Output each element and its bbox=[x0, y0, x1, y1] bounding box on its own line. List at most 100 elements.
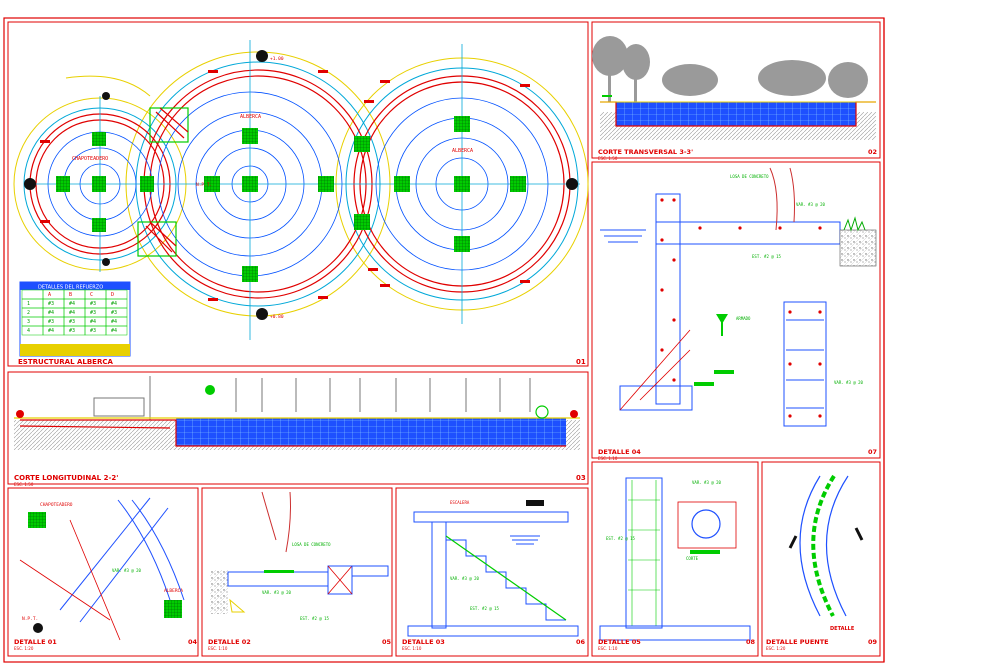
panel-no-detalle-01: 04 bbox=[188, 638, 198, 646]
sheet-frame bbox=[3, 17, 885, 663]
rebar-table-cell: 2 bbox=[27, 310, 30, 316]
rebar-mat bbox=[242, 176, 258, 192]
d04-note-varillas: VAR. #3 @ 20 bbox=[796, 202, 825, 207]
rebar-table-cell-border bbox=[105, 325, 128, 336]
transverse-section: CORTE TRANSVERSAL 3-3' ESC. 1:50 02 bbox=[592, 36, 877, 161]
rebar-table-cell: #4 bbox=[90, 319, 96, 325]
detalle-04: LOSA DE CONCRETO VAR. #3 @ 20 EST. #2 @ … bbox=[598, 167, 877, 461]
d03-note-estribos: EST. #2 @ 15 bbox=[470, 606, 499, 611]
panel-title-detalle-04: DETALLE 04 bbox=[598, 448, 641, 456]
rebar-table-cell: 1 bbox=[27, 301, 30, 307]
d01-label-npt: N.P.T. bbox=[22, 616, 38, 622]
rebar-table-cell: #3 bbox=[90, 301, 96, 307]
panel-title-corte-long: CORTE LONGITUDINAL 2-2' bbox=[14, 474, 118, 482]
long-section-water bbox=[176, 418, 566, 446]
transverse-water bbox=[616, 102, 856, 126]
rebar-mat bbox=[92, 132, 106, 146]
panel-no-plan: 01 bbox=[576, 358, 586, 366]
rebar-mat bbox=[92, 218, 106, 232]
detalle-02: LOSA DE CONCRETO VAR. #3 @ 20 EST. #2 @ … bbox=[208, 491, 392, 651]
d04-note-estribos: EST. #2 @ 15 bbox=[752, 254, 781, 259]
panel-sub-detalle-01: ESC. 1:20 bbox=[14, 646, 34, 651]
rebar-mat bbox=[242, 266, 258, 282]
rebar-table-cell: #4 bbox=[69, 310, 75, 316]
d04-note-varillas-2: VAR. #3 @ 20 bbox=[834, 380, 863, 385]
detalle-05: CORTE VAR. #3 @ 20 EST. #2 @ 15 DETALLE … bbox=[598, 477, 756, 651]
rebar-table-cell: 3 bbox=[27, 319, 30, 325]
d04-note-losa: LOSA DE CONCRETO bbox=[730, 174, 769, 179]
rebar-table-cell: #4 bbox=[48, 310, 54, 316]
panel-no-detalle-03: 06 bbox=[576, 638, 586, 646]
rebar-mat bbox=[394, 176, 410, 192]
rebar-table-cell: #4 bbox=[111, 319, 117, 325]
rebar-mat bbox=[242, 128, 258, 144]
puente-label: DETALLE bbox=[830, 626, 855, 632]
detalle-01: CHAPOTEADERO ALBERCA N.P.T. VAR. #3 @ 20… bbox=[14, 497, 198, 651]
label-alberca-1: ALBERCA bbox=[240, 114, 261, 120]
rebar-mat bbox=[454, 236, 470, 252]
d02-note-losa: LOSA DE CONCRETO bbox=[292, 542, 331, 547]
d04-note-armado: ARMADO bbox=[736, 316, 751, 321]
rebar-table-cell: #3 bbox=[111, 310, 117, 316]
label-axis-npt: N.P.T. bbox=[196, 182, 212, 188]
rebar-table-cell: #4 bbox=[69, 301, 75, 307]
rebar-table-cell: #4 bbox=[111, 328, 117, 334]
rebar-table-cell: #3 bbox=[90, 310, 96, 316]
d05-note-varillas: VAR. #3 @ 20 bbox=[692, 480, 721, 485]
rebar-mat bbox=[92, 176, 106, 192]
rebar-table-header: A bbox=[48, 292, 51, 298]
detalle-puente: DETALLE DETALLE PUENTE ESC. 1:20 09 bbox=[766, 474, 878, 651]
panel-no-corte-tr: 02 bbox=[868, 148, 877, 156]
person-figure bbox=[16, 410, 24, 418]
panel-title-detalle-05: DETALLE 05 bbox=[598, 638, 641, 646]
label-level-top: +1.00 bbox=[270, 56, 284, 62]
label-level-bottom: +0.80 bbox=[270, 314, 284, 320]
panel-title-detalle-03: DETALLE 03 bbox=[402, 638, 445, 646]
detalle-03: ESCALERA VAR. #3 @ 20 EST. #2 @ 15 DETAL… bbox=[402, 500, 586, 651]
d01-note-varillas: VAR. #3 @ 20 bbox=[112, 568, 141, 573]
plan-stairs bbox=[137, 107, 189, 257]
rebar-mat bbox=[204, 176, 220, 192]
plan-rebar-mats bbox=[56, 116, 526, 282]
panel-title-corte-tr: CORTE TRANSVERSAL 3-3' bbox=[598, 148, 693, 156]
rebar-mat bbox=[354, 136, 370, 152]
rebar-table-cell: #4 bbox=[111, 301, 117, 307]
rebar-table-cell: #3 bbox=[69, 328, 75, 334]
d05-note-corte: CORTE bbox=[686, 556, 699, 561]
rebar-mat bbox=[510, 176, 526, 192]
label-alberca-2: ALBERCA bbox=[452, 148, 473, 154]
rebar-mat bbox=[354, 214, 370, 230]
panel-sub-detalle-05: ESC. 1:10 bbox=[598, 646, 618, 651]
panel-no-detalle-02: 05 bbox=[382, 638, 392, 646]
long-section: CORTE LONGITUDINAL 2-2' ESC. 1:50 03 bbox=[14, 376, 586, 487]
panel-title-detalle-puente: DETALLE PUENTE bbox=[766, 638, 829, 646]
panel-title-plan: ESTRUCTURAL ALBERCA bbox=[18, 358, 113, 366]
rebar-table-cell: 4 bbox=[27, 328, 30, 334]
rebar-table-cell: #4 bbox=[48, 328, 54, 334]
rebar-mat bbox=[454, 116, 470, 132]
rebar-table-header: C bbox=[90, 292, 93, 298]
pool-plan: CHAPOTEADERO ALBERCA ALBERCA N.P.T. +1.0… bbox=[13, 40, 589, 366]
panel-sub-corte-long: ESC. 1:50 bbox=[14, 482, 34, 487]
panel-sub-detalle-puente: ESC. 1:20 bbox=[766, 646, 786, 651]
d03-note-escalera: ESCALERA bbox=[450, 500, 470, 505]
transverse-trees bbox=[592, 36, 868, 102]
panel-sub-detalle-04: ESC. 1:10 bbox=[598, 456, 618, 461]
panel-no-corte-long: 03 bbox=[576, 474, 586, 482]
panel-title-detalle-02: DETALLE 02 bbox=[208, 638, 251, 646]
rebar-table-cell: #3 bbox=[48, 301, 54, 307]
panel-no-detalle-04: 07 bbox=[868, 448, 877, 456]
rebar-table-header: D bbox=[111, 292, 114, 298]
d02-note-varillas: VAR. #3 @ 20 bbox=[262, 590, 291, 595]
plan-level-markers bbox=[24, 50, 578, 320]
long-section-trees bbox=[93, 376, 531, 420]
panel-no-detalle-puente: 09 bbox=[868, 638, 878, 646]
label-chapoteadero: CHAPOTEADERO bbox=[72, 156, 108, 162]
rebar-table-title: DETALLES DEL REFUERZO bbox=[38, 285, 103, 291]
panel-sub-corte-tr: ESC. 1:50 bbox=[598, 156, 618, 161]
panel-sub-detalle-03: ESC. 1:10 bbox=[402, 646, 422, 651]
d01-label-chapoteadero: CHAPOTEADERO bbox=[40, 502, 73, 508]
